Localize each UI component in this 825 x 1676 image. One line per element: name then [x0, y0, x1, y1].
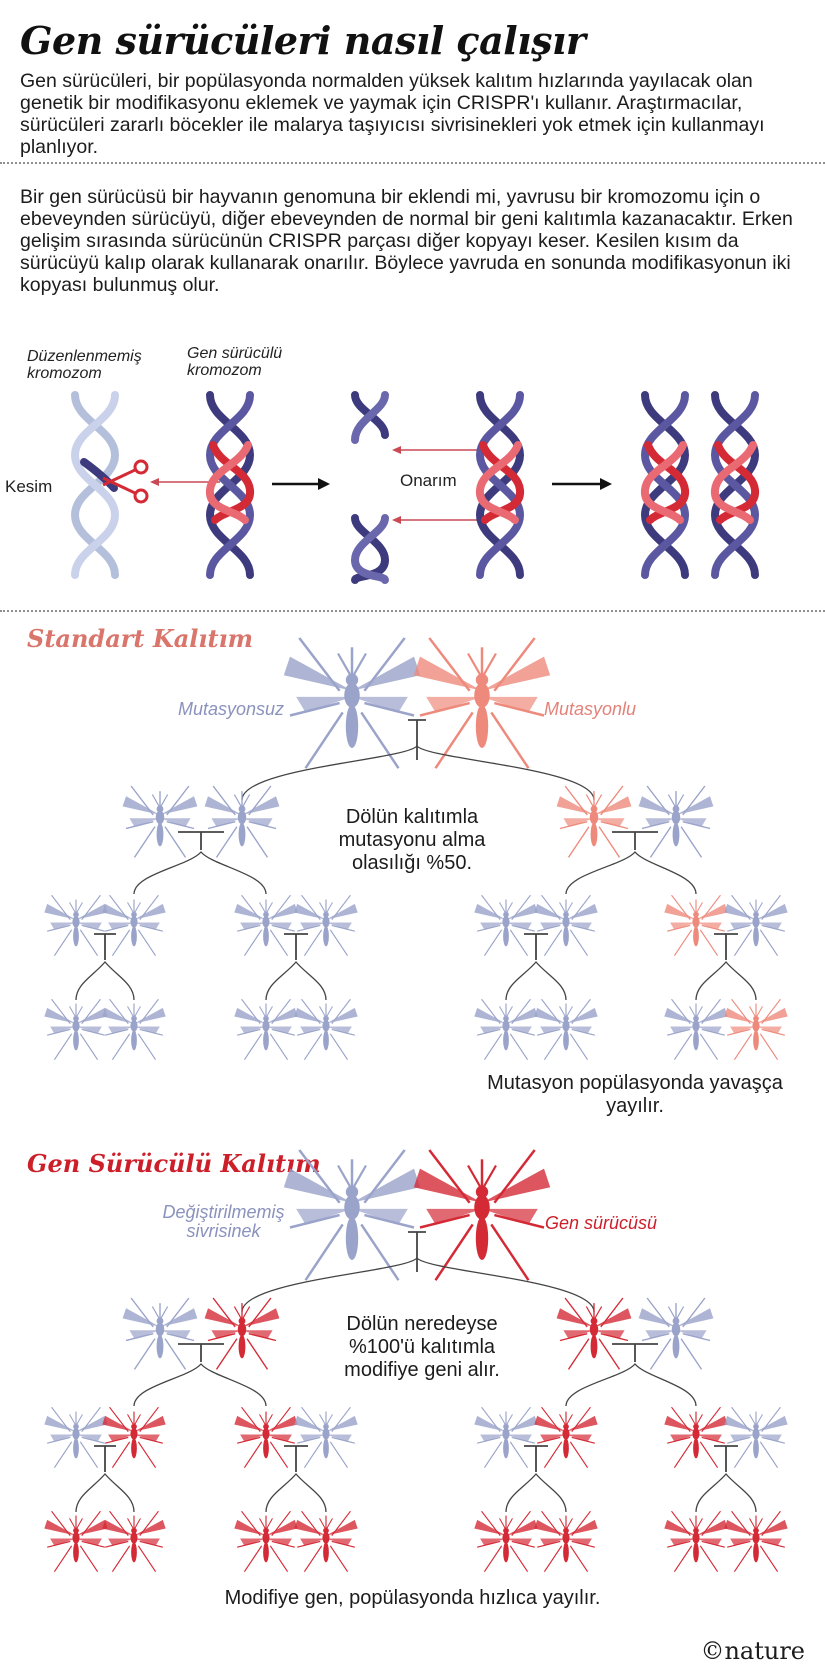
cut-chromosome: [350, 391, 390, 584]
template-chromosome: [475, 391, 525, 579]
standard-probability-note: Dölün kalıtımla mutasyonu alma olasılığı…: [338, 806, 486, 874]
offspring-mosquito-icon: [204, 1297, 280, 1370]
offspring-mosquito-icon: [294, 1510, 358, 1572]
offspring-branch: [241, 745, 595, 801]
cut-label: Kesim: [5, 477, 53, 496]
offspring-mosquito-icon: [556, 785, 632, 858]
offspring-mosquito-icon: [664, 1406, 728, 1468]
offspring-branch: [695, 961, 757, 1001]
offspring-mosquito-icon: [102, 894, 166, 956]
offspring-mosquito-icon: [474, 1406, 538, 1468]
standard-result-note: Mutasyon popülasyonda yavaşça yayılır.: [487, 1072, 783, 1117]
parent-mosquito-icon: [283, 1149, 421, 1281]
repair-label: Onarım: [400, 471, 457, 490]
drive-chromosome: [205, 391, 255, 579]
offspring-branch: [133, 851, 267, 895]
offspring-mosquito-icon: [724, 998, 788, 1060]
parent-mosquito-icon: [413, 637, 551, 769]
offspring-mosquito-icon: [44, 1406, 108, 1468]
offspring-mosquito-icon: [664, 894, 728, 956]
offspring-mosquito-icon: [474, 998, 538, 1060]
offspring-branch: [265, 961, 327, 1001]
offspring-mosquito-icon: [638, 785, 714, 858]
gene-drive-probability-note: Dölün neredeyse %100'ü kalıtımla modifiy…: [344, 1313, 500, 1381]
offspring-mosquito-icon: [664, 1510, 728, 1572]
offspring-branch: [75, 1473, 135, 1513]
repaired-chromosome-pair: [640, 391, 760, 579]
offspring-mosquito-icon: [44, 894, 108, 956]
offspring-mosquito-icon: [122, 1297, 198, 1370]
offspring-mosquito-icon: [234, 998, 298, 1060]
mechanism-paragraph: Bir gen sürücüsü bir hayvanın genomuna b…: [20, 186, 793, 296]
parent-mosquito-icon: [413, 1149, 551, 1281]
parent-mosquito-icon: [283, 637, 421, 769]
offspring-branch: [505, 961, 567, 1001]
nature-credit: ©nature: [700, 1637, 805, 1665]
offspring-mosquito-icon: [44, 1510, 108, 1572]
offspring-mosquito-icon: [44, 998, 108, 1060]
offspring-mosquito-icon: [102, 998, 166, 1060]
offspring-mosquito-icon: [102, 1510, 166, 1572]
offspring-mosquito-icon: [534, 998, 598, 1060]
offspring-mosquito-icon: [122, 785, 198, 858]
offspring-mosquito-icon: [294, 998, 358, 1060]
offspring-branch: [241, 1257, 595, 1313]
unedited-chromosome: [70, 391, 120, 579]
offspring-mosquito-icon: [664, 998, 728, 1060]
gene-drive-result-note: Modifiye gen, popülasyonda hızlıca yayıl…: [224, 1587, 601, 1609]
gene-drive-inheritance-heading: Gen Sürücülü Kalıtım: [27, 1149, 321, 1178]
standard-inheritance-heading: Standart Kalıtım: [27, 624, 254, 653]
offspring-mosquito-icon: [724, 894, 788, 956]
offspring-branch: [265, 1473, 327, 1513]
offspring-branch: [565, 1363, 697, 1407]
intro-paragraph: Gen sürücüleri, bir popülasyonda normald…: [20, 70, 765, 158]
offspring-mosquito-icon: [102, 1406, 166, 1468]
offspring-mosquito-icon: [294, 1406, 358, 1468]
mutated-parent-label: Mutasyonlu: [544, 699, 637, 719]
page-title: Gen sürücüleri nasıl çalışır: [20, 18, 586, 63]
offspring-mosquito-icon: [474, 1510, 538, 1572]
offspring-mosquito-icon: [204, 785, 280, 858]
offspring-mosquito-icon: [294, 894, 358, 956]
offspring-branch: [75, 961, 135, 1001]
scissors-icon: [102, 459, 149, 504]
unmutated-parent-label: Mutasyonsuz: [178, 699, 285, 719]
offspring-mosquito-icon: [534, 894, 598, 956]
offspring-mosquito-icon: [474, 894, 538, 956]
unmodified-parent-label: Değiştirilmemiş sivrisinek: [162, 1202, 285, 1241]
divider: [0, 610, 825, 612]
offspring-branch: [133, 1363, 267, 1407]
offspring-mosquito-icon: [534, 1406, 598, 1468]
offspring-mosquito-icon: [534, 1510, 598, 1572]
offspring-branch: [505, 1473, 567, 1513]
crispr-mechanism-diagram: [70, 391, 760, 584]
offspring-mosquito-icon: [638, 1297, 714, 1370]
drive-chromosome-label: Gen sürücülü kromozom: [187, 345, 283, 379]
offspring-mosquito-icon: [724, 1406, 788, 1468]
divider: [0, 162, 825, 164]
offspring-mosquito-icon: [234, 894, 298, 956]
offspring-mosquito-icon: [556, 1297, 632, 1370]
offspring-branch: [695, 1473, 757, 1513]
offspring-branch: [565, 851, 697, 895]
gene-drive-parent-label: Gen sürücüsü: [545, 1213, 658, 1233]
offspring-mosquito-icon: [724, 1510, 788, 1572]
offspring-mosquito-icon: [234, 1510, 298, 1572]
offspring-mosquito-icon: [234, 1406, 298, 1468]
unedited-chromosome-label: Düzenlenmemiş kromozom: [27, 348, 142, 382]
